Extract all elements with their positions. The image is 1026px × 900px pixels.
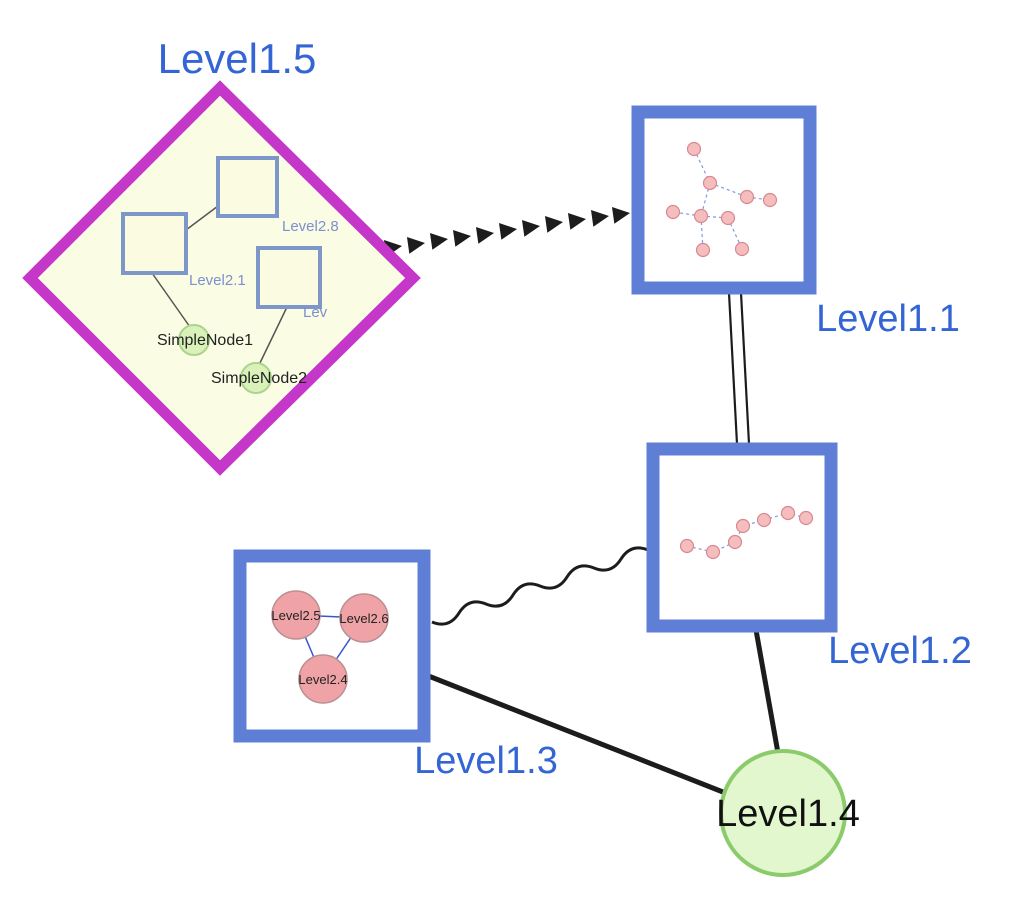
edge-level1-2-to-level1-4[interactable] — [753, 629, 781, 754]
node-level2-8[interactable] — [216, 156, 279, 218]
group-node-level1-5[interactable] — [22, 80, 421, 476]
edge-level1-1-to-level1-2[interactable] — [727, 292, 751, 445]
mini-node[interactable] — [705, 544, 721, 560]
arrowhead-icon — [406, 234, 427, 254]
edge-level2-8-to-level2-1[interactable] — [185, 205, 219, 231]
arrowhead-icon — [544, 213, 565, 233]
mini-node[interactable] — [702, 175, 718, 191]
label-simplenode1: SimpleNode1 — [157, 332, 253, 349]
arrowhead-icon — [611, 204, 632, 224]
arrowhead-icon — [567, 210, 588, 230]
edge-level2-x-to-simplenode2[interactable] — [258, 306, 288, 366]
mini-graph-level1-1 — [665, 141, 778, 258]
edge-line — [727, 292, 739, 445]
group-node-level1-3[interactable] — [233, 549, 431, 743]
edge-level2-1-to-simplenode1[interactable] — [151, 272, 191, 328]
label-level1-5: Level1.5 — [158, 35, 317, 82]
node-level2-x[interactable] — [256, 246, 322, 309]
arrowhead-icon — [452, 227, 473, 247]
arrowhead-icon — [498, 220, 519, 240]
mini-node[interactable] — [720, 210, 736, 226]
mini-node[interactable] — [686, 141, 702, 157]
label-level2-4: Level2.4 — [298, 672, 347, 687]
edge-level1-3-to-level1-4[interactable] — [425, 672, 729, 797]
node-simplenode1[interactable] — [178, 324, 210, 356]
mini-node[interactable] — [756, 512, 772, 528]
label-level2-6: Level2.6 — [339, 611, 388, 626]
label-level1-1: Level1.1 — [816, 298, 960, 340]
arrowhead-icon — [475, 224, 496, 244]
label-simplenode2: SimpleNode2 — [211, 370, 307, 387]
mini-node[interactable] — [780, 505, 796, 521]
mini-node[interactable] — [739, 189, 755, 205]
group-node-level1-2[interactable] — [646, 442, 838, 633]
mini-node[interactable] — [665, 204, 681, 220]
label-level2-8: Level2.8 — [282, 218, 339, 235]
node-level1-4[interactable] — [719, 749, 847, 877]
mini-edges — [672, 148, 771, 251]
mini-node[interactable] — [762, 192, 778, 208]
arrowhead-icon — [429, 230, 450, 250]
node-level2-4[interactable] — [298, 654, 348, 704]
mini-node[interactable] — [735, 518, 751, 534]
label-level1-2: Level1.2 — [828, 630, 972, 672]
edge-level1-3-to-level1-2[interactable] — [431, 546, 649, 626]
node-simplenode2[interactable] — [240, 362, 272, 394]
group-node-level1-1[interactable] — [631, 105, 817, 295]
arrowhead-icon — [521, 217, 542, 237]
mini-node[interactable] — [727, 534, 743, 550]
arrowhead-icon — [590, 207, 611, 227]
mini-graph-level1-2 — [679, 505, 814, 560]
node-level2-6[interactable] — [339, 593, 389, 643]
mini-node[interactable] — [679, 538, 695, 554]
label-level2-5: Level2.5 — [271, 608, 320, 623]
label-level2-x: Lev — [303, 304, 328, 321]
node-level2-1[interactable] — [121, 212, 188, 275]
mini-node[interactable] — [693, 208, 709, 224]
label-level1-4: Level1.4 — [716, 793, 860, 835]
mini-node[interactable] — [734, 241, 750, 257]
label-level1-3: Level1.3 — [414, 740, 558, 782]
node-level2-5[interactable] — [271, 590, 321, 640]
mini-node[interactable] — [798, 510, 814, 526]
label-level2-1: Level2.1 — [189, 272, 246, 289]
edge-line — [739, 292, 751, 445]
edge-level1-5-to-level1-1[interactable] — [383, 204, 632, 257]
mini-node[interactable] — [695, 242, 711, 258]
